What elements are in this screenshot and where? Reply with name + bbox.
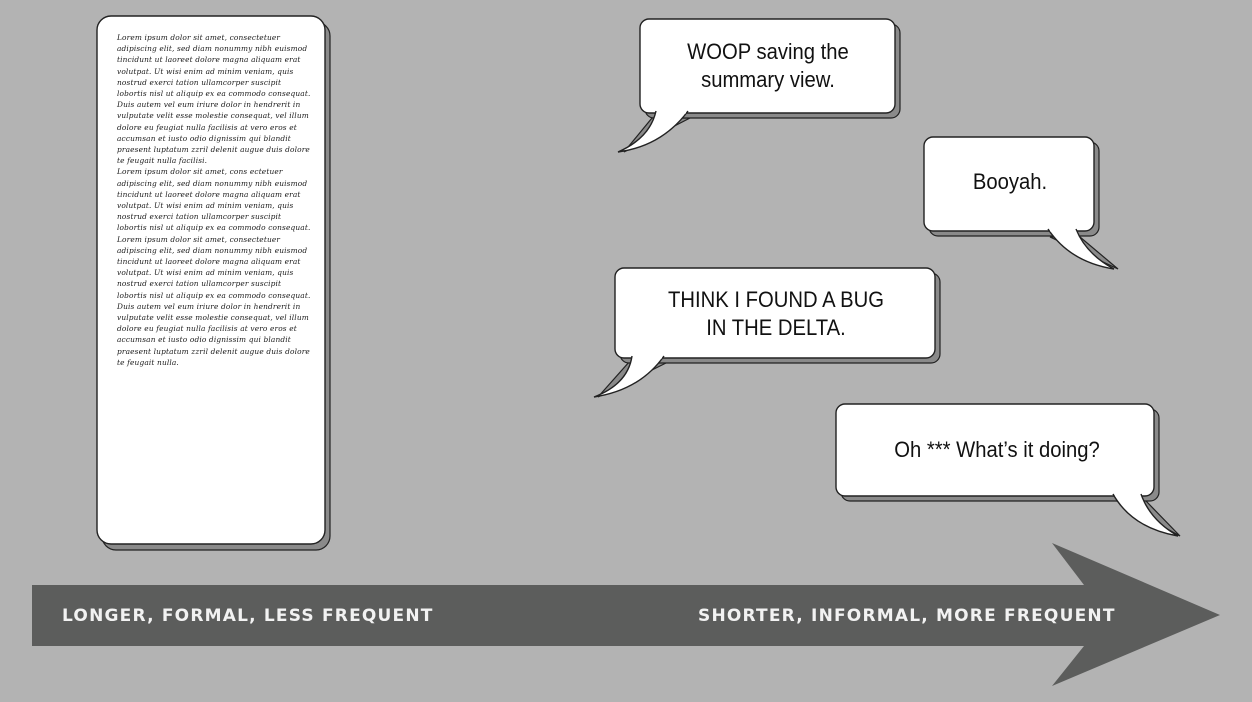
bubble-line: summary view. [701,67,835,92]
bubble-text-bug: THINK I FOUND A BUG IN THE DELTA. [630,286,923,342]
arrow-label-left: LONGER, FORMAL, LESS FREQUENT [62,606,434,626]
document-body-text: Lorem ipsum dolor sit amet, consectetuer… [117,32,313,368]
speech-bubble-oh [835,403,1181,537]
bubble-line: Booyah. [972,169,1048,194]
arrow-label-right: SHORTER, INFORMAL, MORE FREQUENT [698,606,1116,626]
bubble-line: THINK I FOUND A BUG [668,287,884,312]
speech-bubble-woop [617,18,901,153]
speech-bubble-bug [593,267,941,398]
document-paragraph: Lorem ipsum dolor sit amet, consectetuer… [117,33,311,166]
bubble-text-booyah: Booyah. [933,168,1088,196]
speech-bubble-booyah [923,136,1119,270]
bubble-line: WOOP saving the [687,39,849,64]
document-card [96,15,331,551]
progression-arrow [32,543,1220,686]
bubble-text-woop: WOOP saving the summary view. [652,38,884,94]
document-paragraph: Lorem ipsum dolor sit amet, cons ectetue… [117,167,311,233]
document-paragraph: Lorem ipsum dolor sit amet, consectetuer… [117,234,311,367]
bubble-text-oh: Oh *** What’s it doing? [851,436,1144,464]
bubble-line: Oh *** What’s it doing? [894,437,1100,462]
bubble-line: IN THE DELTA. [706,315,846,340]
